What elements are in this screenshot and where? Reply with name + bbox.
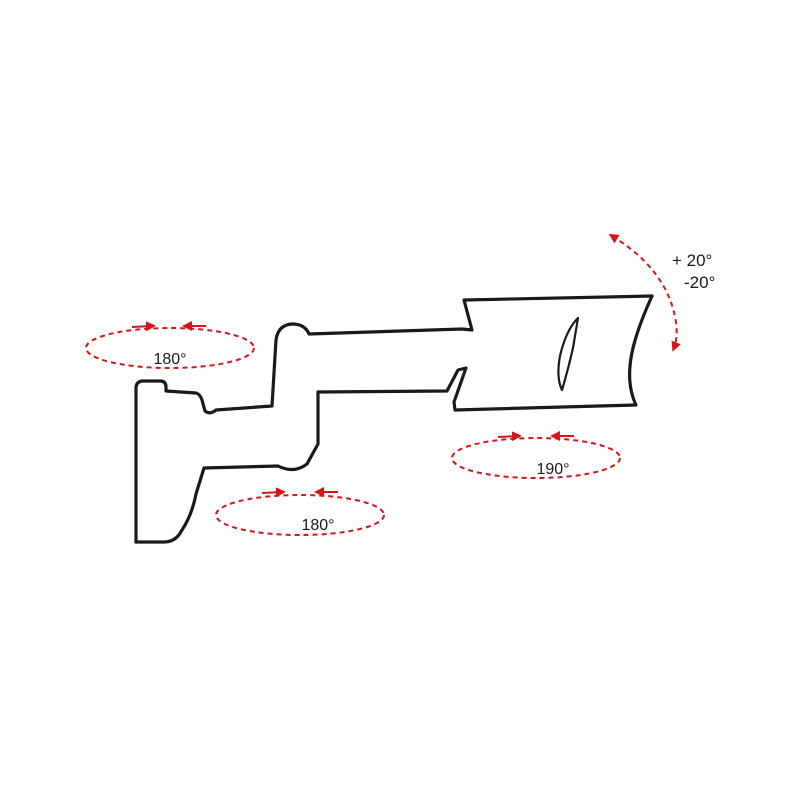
tilt-plus-label: + 20° (672, 251, 712, 270)
middle-pivot-rotation-ellipse (215, 494, 385, 536)
lower-arm-underside (134, 294, 654, 544)
wall-pivot-rotation-ellipse (85, 327, 255, 369)
middle-pivot-label: 180° (301, 517, 334, 534)
wall-pivot-arrow-right (131, 321, 156, 332)
tilt-arc (608, 233, 681, 352)
wall-pivot-label: 180° (153, 351, 186, 368)
head-pivot-arrow-right (497, 431, 522, 442)
head-pivot-rotation-ellipse (451, 437, 621, 479)
wall-plate-and-lower-arm (134, 294, 654, 544)
tilt-minus-label: -20° (684, 273, 715, 292)
head-pivot-label: 190° (536, 461, 569, 478)
middle-pivot-arrow-right (261, 487, 286, 498)
head-slot (557, 316, 580, 392)
